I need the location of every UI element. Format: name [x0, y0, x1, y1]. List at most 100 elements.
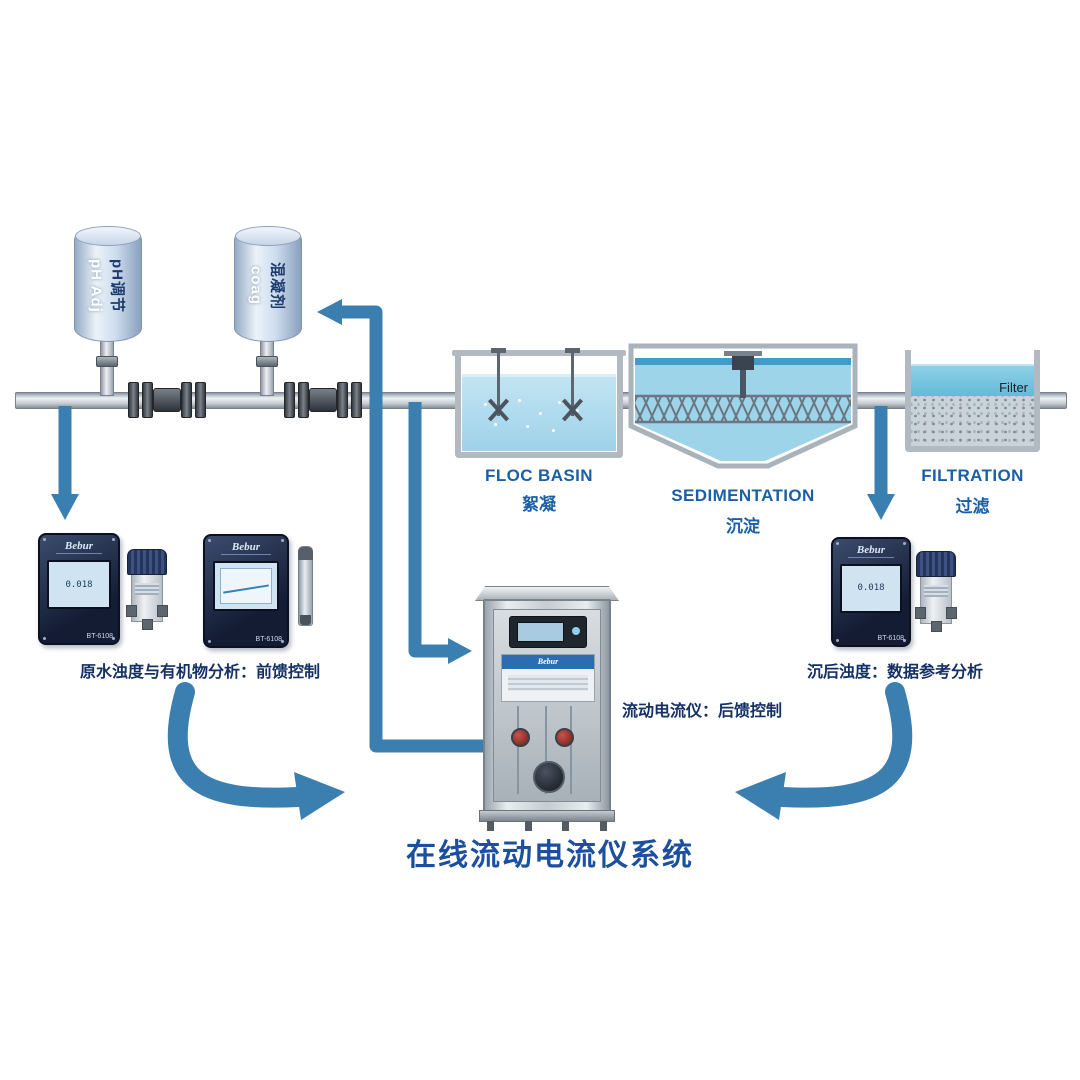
sed-drive-shaft	[740, 370, 746, 398]
sample-tube	[544, 706, 547, 794]
arrowhead-to-cabinet	[448, 638, 472, 664]
coag-tank-label-zh: 混凝剂	[268, 261, 286, 310]
sample-line-to-sca	[408, 402, 450, 658]
cabinet-leg	[600, 821, 607, 831]
settled-water-analyzer: Bebur 0.018 BT-6108	[831, 537, 911, 647]
filter-media	[911, 396, 1034, 446]
dosing-valve-coag	[284, 381, 362, 419]
arrowhead-down-right	[867, 494, 895, 520]
ph-tank-label-zh: pH调节	[108, 259, 126, 313]
analyzer-trend-screen	[212, 561, 280, 612]
cabinet-leg	[525, 821, 532, 831]
valve-flange	[337, 382, 348, 418]
sca-module: Bebur	[501, 654, 595, 702]
floc-mixer-2	[561, 348, 584, 422]
coagulant-tank: coag 混凝剂	[234, 226, 302, 342]
caption-reference: 沉后浊度：数据参考分析	[806, 664, 983, 681]
cabinet-leg	[487, 821, 494, 831]
valve-flange	[128, 382, 139, 418]
floc-basin-rail	[452, 350, 626, 356]
sedimentation-tank	[628, 338, 858, 475]
feedback-line-to-coag	[340, 305, 489, 753]
floc-basin	[452, 348, 626, 458]
turbidity-sensor-right	[915, 551, 957, 632]
stage-label-sed-zh: 沉淀	[726, 517, 760, 536]
arrowhead-swoosh-left	[294, 772, 345, 820]
floc-mixer-1	[487, 348, 510, 422]
floc-basin-water	[462, 374, 616, 451]
ph-tank-label-en: pH Adj	[87, 259, 105, 313]
valve-flange	[284, 382, 295, 418]
valve-flange	[298, 382, 309, 418]
filtration-unit: Filter	[905, 350, 1040, 452]
arrowhead-to-coag-tank	[317, 299, 342, 325]
cabinet-body: Bebur	[483, 599, 611, 812]
cabinet-base	[479, 810, 615, 822]
sensor-port-left	[126, 605, 137, 617]
analyzer-model: BT-6108	[86, 633, 113, 640]
sca-module-face	[508, 675, 588, 691]
sca-module-brand: Bebur	[502, 655, 594, 669]
analyzer-brand: Bebur	[55, 540, 103, 554]
raw-water-analyzer-2: Bebur BT-6108	[203, 534, 289, 648]
valve-flange	[181, 382, 192, 418]
ph-tank-pipe-coupling	[96, 356, 118, 367]
stage-label-filt-en: FILTRATION	[921, 466, 1024, 485]
sample-tube	[517, 706, 520, 794]
dosing-pump	[555, 728, 575, 747]
valve-flange	[351, 382, 362, 418]
stage-label-filt-zh: 过滤	[955, 497, 990, 516]
turbidity-sensor-left	[126, 549, 168, 630]
stage-label-floc-zh: 絮凝	[522, 495, 556, 514]
sed-bridge	[724, 351, 762, 356]
sensor-port-bottom	[931, 621, 942, 632]
caption-feedforward: 原水浊度与有机物分析：前馈控制	[79, 664, 320, 681]
stage-label-sed-en: SEDIMENTATION	[671, 486, 815, 505]
sample-cell	[533, 761, 565, 793]
analyzer-brand: Bebur	[848, 544, 894, 558]
cabinet-display	[508, 616, 588, 648]
valve-flange	[142, 382, 153, 418]
coag-tank-pipe-coupling	[256, 356, 278, 367]
analyzer-screen: 0.018	[47, 560, 111, 610]
sed-lamella-truss	[635, 396, 851, 422]
dosing-valve-ph	[128, 381, 206, 419]
sensor-port-left	[915, 607, 926, 619]
feedforward-swoosh	[167, 682, 308, 808]
filter-water	[911, 364, 1034, 398]
sensor-port-right	[946, 607, 957, 619]
dosing-pump	[510, 728, 530, 747]
coag-tank-label-en: coag	[247, 266, 265, 306]
sensor-cap	[127, 549, 167, 575]
analyzer-reading: 0.018	[857, 583, 885, 594]
trend-graph	[219, 568, 273, 605]
valve-body	[153, 388, 181, 412]
analyzer-model: BT-6108	[877, 635, 904, 642]
sensor-port-right	[157, 605, 168, 617]
sca-analyzer-cabinet: Bebur	[475, 586, 619, 831]
sample-tube	[570, 706, 573, 794]
caption-feedback: 流动电流仪：后馈控制	[622, 703, 783, 720]
reference-swoosh	[772, 682, 913, 808]
sensor-port-bottom	[142, 619, 153, 630]
organics-probe	[298, 546, 313, 626]
analyzer-model: BT-6108	[255, 636, 282, 643]
valve-flange	[195, 382, 206, 418]
analyzer-brand: Bebur	[221, 541, 271, 555]
ph-adjust-tank: pH Adj pH调节	[74, 226, 142, 342]
analyzer-reading: 0.018	[65, 579, 93, 590]
raw-water-analyzer-1: Bebur 0.018 BT-6108	[38, 533, 120, 645]
cabinet-leg	[562, 821, 569, 831]
floc-bubbles	[484, 403, 487, 406]
cabinet-display-knob	[572, 627, 581, 635]
sensor-body	[126, 575, 168, 630]
sed-drive-unit	[732, 356, 754, 370]
diagram-title: 在线流动电流仪系统	[406, 839, 694, 872]
sensor-body	[915, 577, 957, 632]
stage-label-floc-en: FLOC BASIN	[485, 466, 593, 485]
sensor-cap	[916, 551, 956, 577]
filter-media-label: Filter	[999, 380, 1028, 395]
valve-body	[309, 388, 337, 412]
